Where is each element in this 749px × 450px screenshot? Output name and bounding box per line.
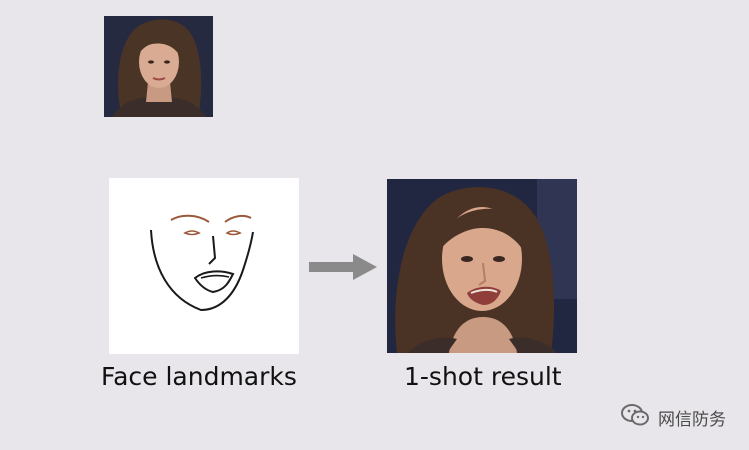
source-portrait-drawing: [104, 16, 213, 117]
result-portrait-drawing: [387, 179, 577, 353]
source-portrait-image: [104, 16, 213, 117]
wechat-icon: [620, 403, 650, 431]
face-landmarks-drawing: [150, 214, 254, 312]
watermark-text: 网信防务: [658, 409, 726, 430]
one-shot-result-caption: 1-shot result: [404, 362, 562, 391]
right-arrow-icon: [309, 252, 379, 282]
face-landmarks-caption: Face landmarks: [101, 362, 297, 391]
watermark: 网信防务: [620, 403, 726, 431]
face-landmarks-panel: [109, 178, 299, 354]
result-portrait-image: [387, 179, 577, 353]
